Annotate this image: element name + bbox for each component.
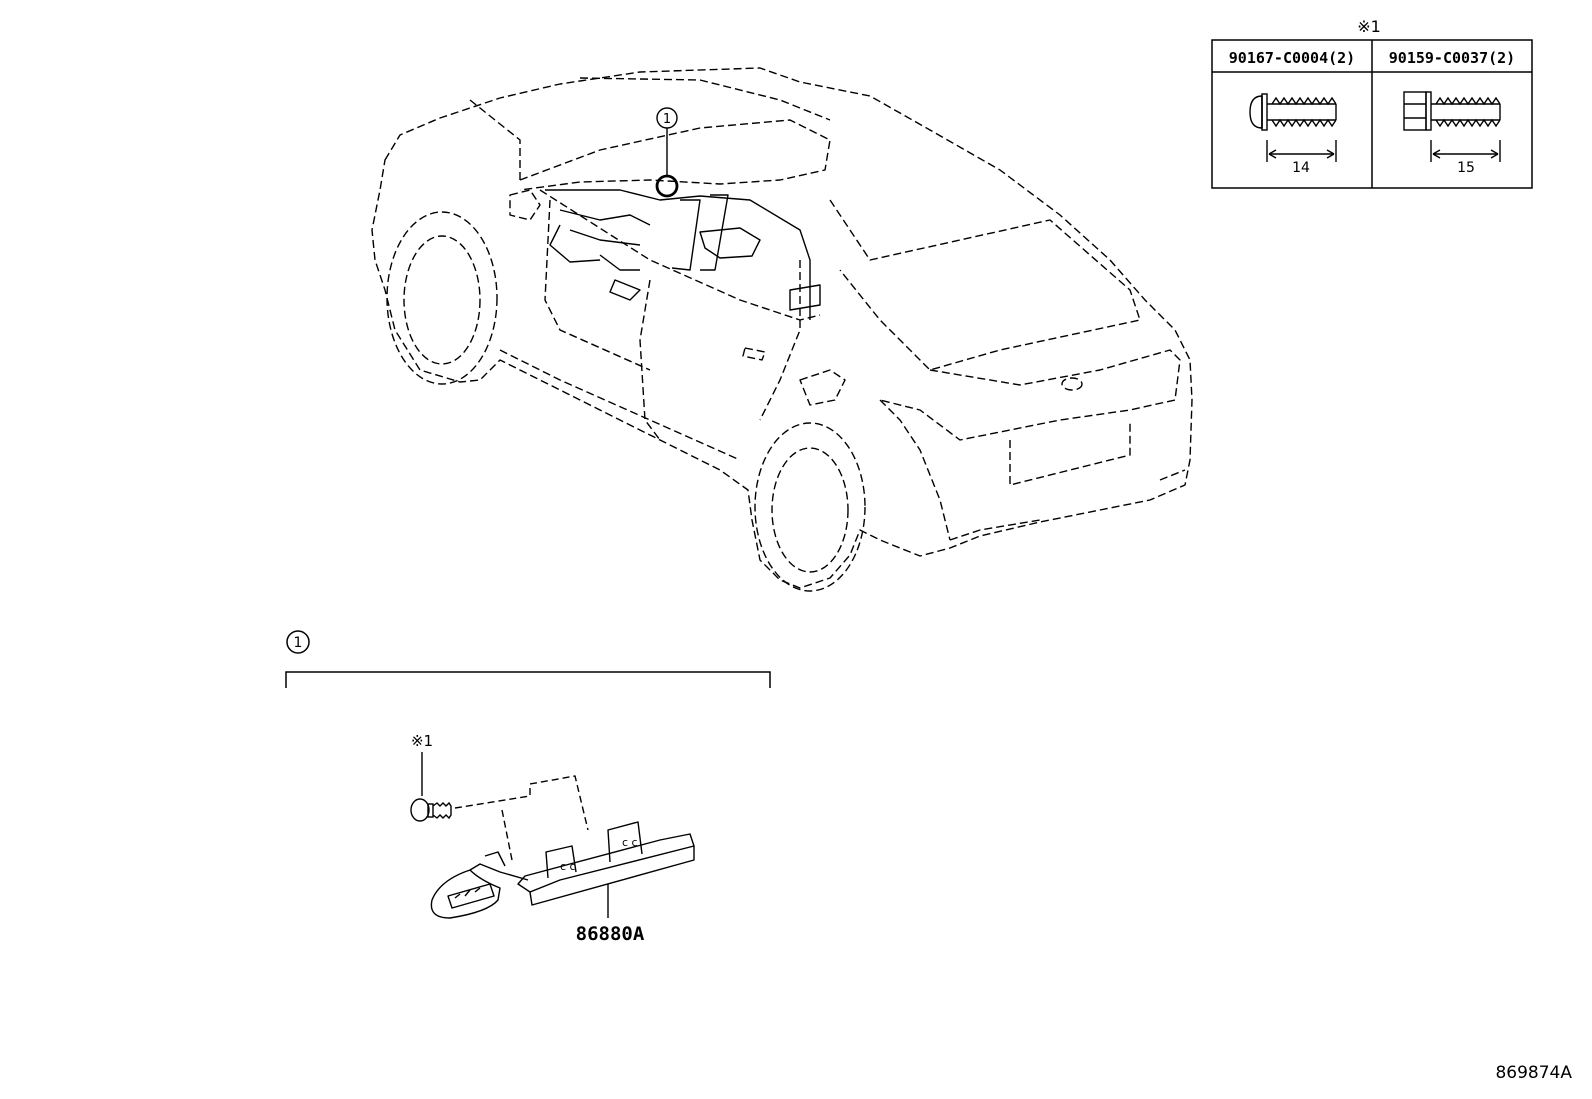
figure-id: 869874A — [1495, 1063, 1572, 1083]
vehicle-illustration-icon — [371, 67, 1193, 592]
section-bracket — [285, 630, 771, 688]
fastener-note-mark: ※1 — [1357, 17, 1381, 36]
fastener-length: 15 — [1457, 160, 1475, 176]
vehicle-interior-icon — [545, 189, 821, 320]
fastener-part-number: 90159-C0037(2) — [1389, 49, 1515, 67]
screw-icon — [410, 752, 452, 822]
section-number: 1 — [294, 635, 303, 651]
svg-text:c c: c c — [560, 860, 576, 873]
svg-text:c c: c c — [622, 836, 638, 849]
pan-head-screw-icon — [1249, 93, 1337, 162]
callout-number: 1 — [663, 112, 671, 127]
fastener-length: 14 — [1292, 160, 1310, 176]
hex-bolt-icon — [1403, 91, 1501, 162]
callout-marker — [655, 107, 679, 198]
part-label: 86880A — [576, 923, 645, 945]
fastener-table: ※1 90167-C0004(2) 90159-C0037(2) 14 — [1211, 17, 1533, 189]
screw-note-mark: ※1 — [411, 732, 433, 750]
room-lamp-assembly-icon: c c c c — [430, 775, 695, 919]
fastener-part-number: 90167-C0004(2) — [1229, 49, 1355, 67]
